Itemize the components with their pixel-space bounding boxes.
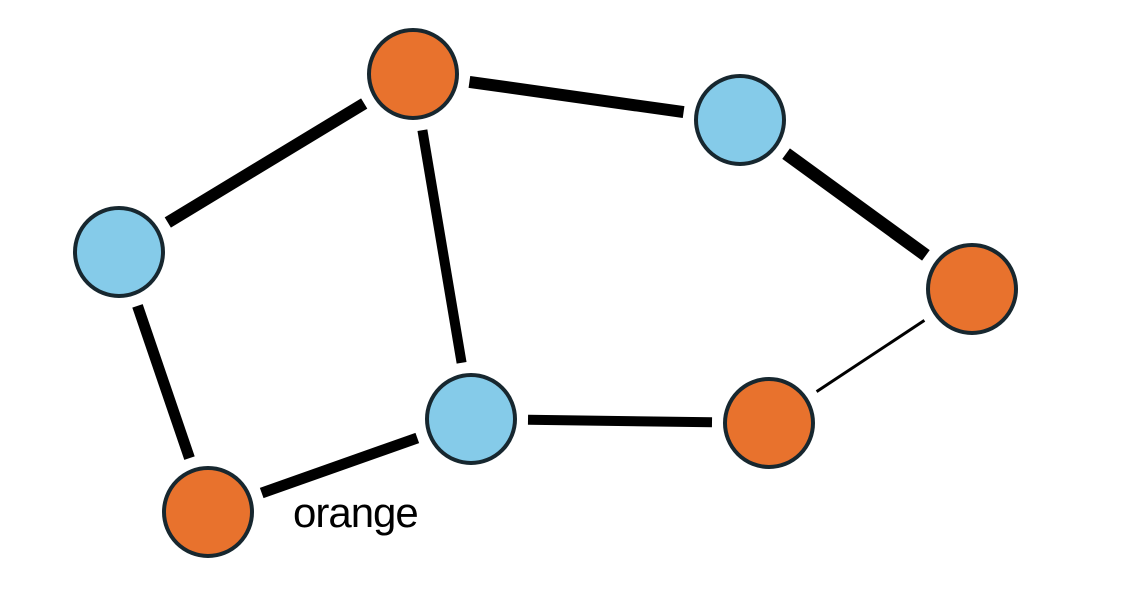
graph-edge-top-orange--top-right-blue [468,75,685,119]
node-label-orange: orange [293,489,418,536]
graph-node-bottom-right-orange [723,377,815,469]
graph-edge-top-right-blue--right-orange [782,148,930,261]
graph-node-center-blue [425,373,517,465]
edges-layer [132,75,930,499]
graph-node-top-right-blue [694,74,786,166]
graph-edge-bottom-left-orange--center-blue [259,432,420,499]
graph-edge-top-orange--left-blue [164,98,368,228]
graph-node-left-blue [73,206,165,298]
graph-edge-center-blue--bottom-right-orange [527,414,713,428]
graph-edge-top-orange--center-blue [417,129,467,364]
graph-edge-left-blue--bottom-left-orange [132,304,195,460]
graph-node-bottom-left-orange [162,466,254,558]
graph-node-top-orange [367,28,459,120]
nodes-layer [73,28,1018,558]
graph-node-right-orange [926,243,1018,335]
graph-edge-bottom-right-orange--right-orange [815,319,926,393]
